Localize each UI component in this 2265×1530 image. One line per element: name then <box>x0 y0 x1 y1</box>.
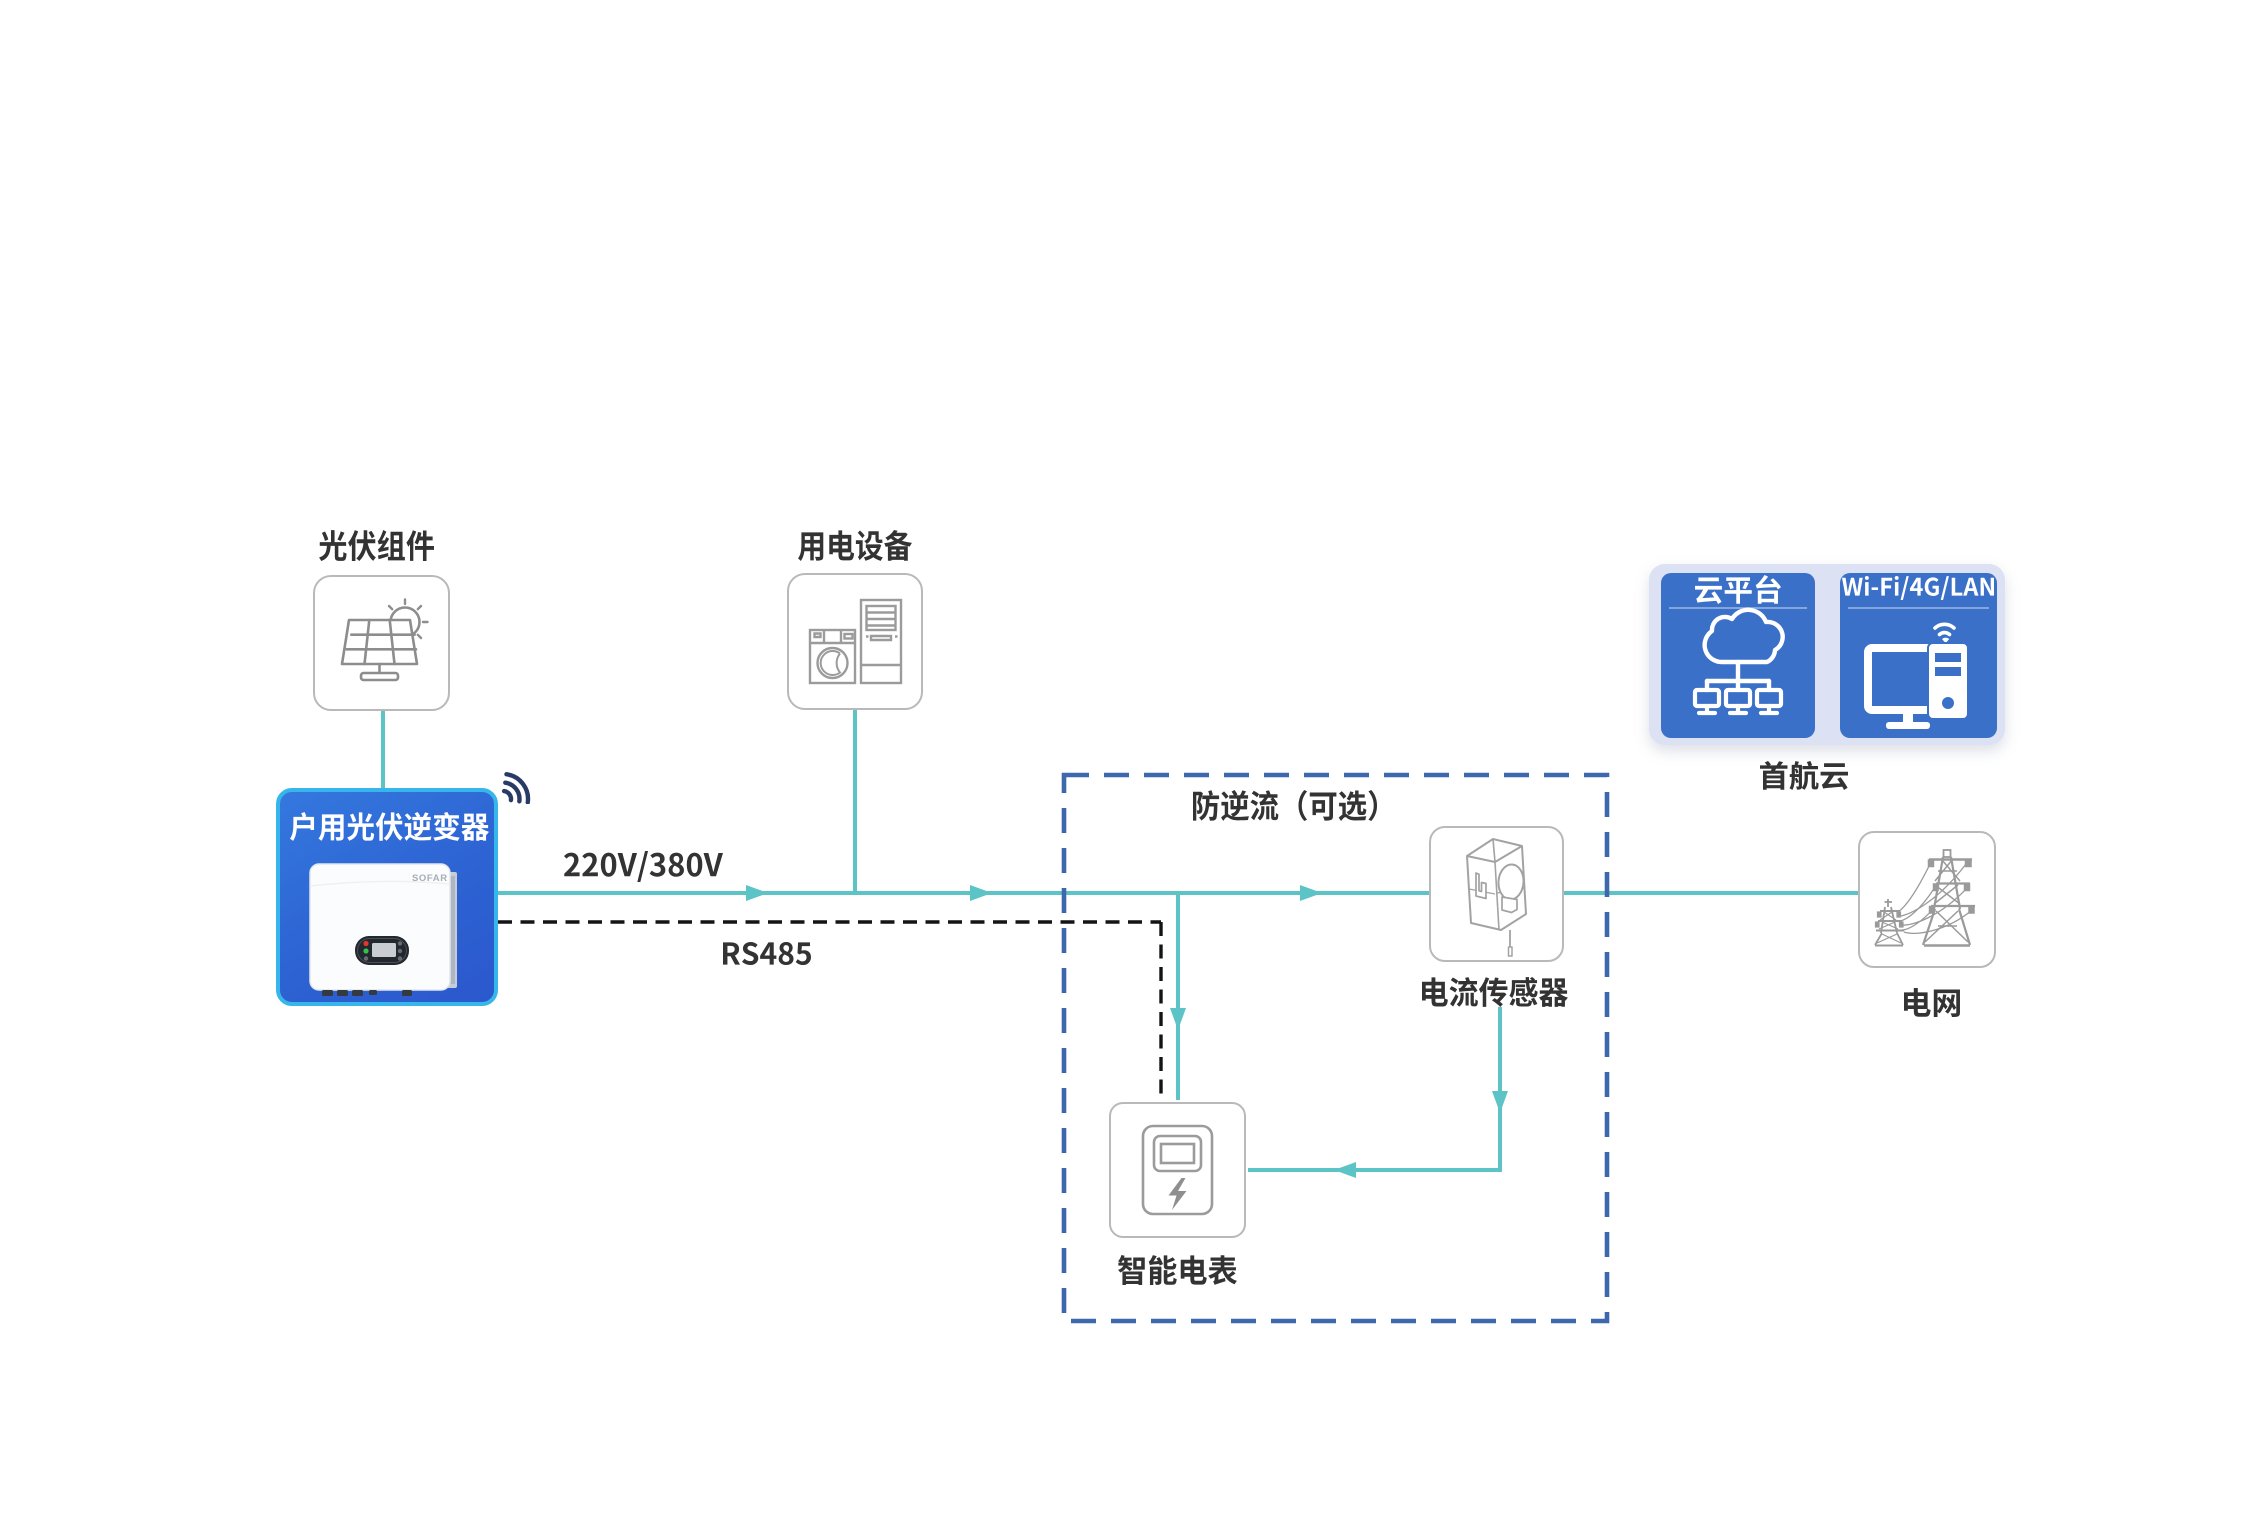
svg-text:SOFAR: SOFAR <box>412 873 448 884</box>
